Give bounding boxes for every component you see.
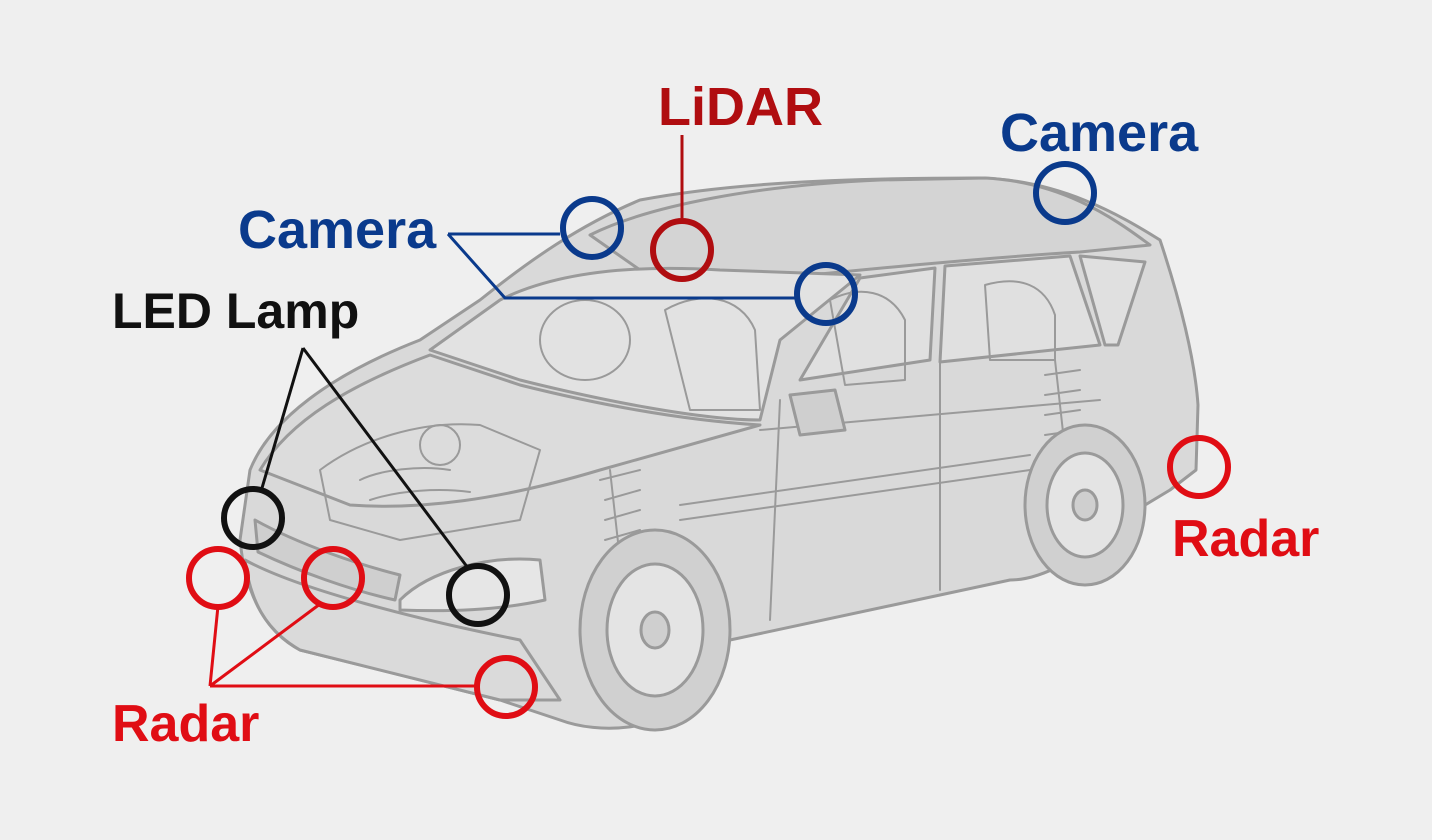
led-lamp-leader-lines xyxy=(260,347,470,569)
radar-marker-front-center[interactable] xyxy=(301,546,365,610)
radar-front-label: Radar xyxy=(112,695,260,753)
car-rear-window xyxy=(938,254,1102,364)
camera-marker-roof-rear[interactable] xyxy=(1033,161,1097,225)
lidar-marker[interactable] xyxy=(650,218,714,282)
car-drivetrain xyxy=(599,359,1081,561)
car-engine-detail xyxy=(319,423,541,541)
car-windshield xyxy=(428,266,862,422)
car-front-window xyxy=(798,266,937,382)
car-hood xyxy=(258,353,762,508)
camera-roof-label: Camera xyxy=(1000,103,1199,163)
car-interior xyxy=(539,280,1056,411)
car-rear-wheel xyxy=(1023,423,1147,587)
led-lamp-label: LED Lamp xyxy=(112,283,360,339)
car-icon xyxy=(238,176,1200,732)
camera-marker-windshield-mid[interactable] xyxy=(794,262,858,326)
car-front-wheel xyxy=(578,528,732,732)
car-quarter-window xyxy=(1078,254,1147,347)
lidar-label: LiDAR xyxy=(658,77,823,137)
camera-leader-lines xyxy=(446,232,795,300)
radar-leader-lines xyxy=(208,602,476,688)
radar-marker-front-left[interactable] xyxy=(186,546,250,610)
radar-marker-front-bottom[interactable] xyxy=(474,655,538,719)
radar-marker-rear[interactable] xyxy=(1167,435,1231,499)
led-lamp-marker-right[interactable] xyxy=(446,563,510,627)
camera-front-label: Camera xyxy=(238,200,437,260)
car-mirror xyxy=(788,388,847,437)
radar-rear-label: Radar xyxy=(1172,510,1320,568)
led-lamp-marker-left[interactable] xyxy=(221,486,285,550)
camera-marker-windshield-top[interactable] xyxy=(560,196,624,260)
